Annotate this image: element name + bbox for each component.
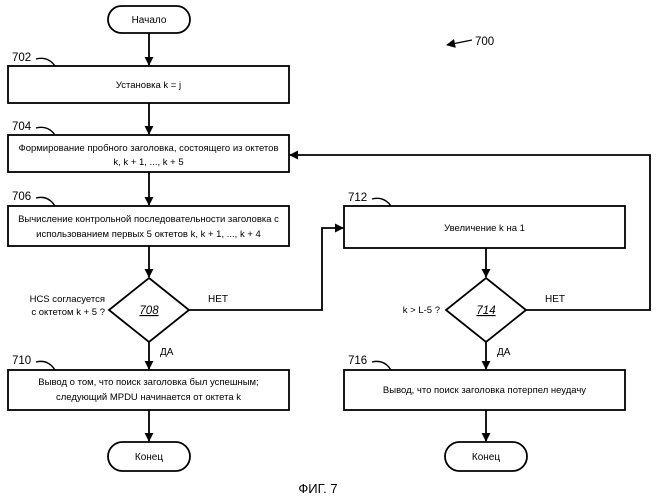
step-716-ref: 716 [348, 355, 367, 367]
figure-number: 700 [447, 36, 494, 48]
decision-708: 708 HCS согласуется с октетом k + 5 ? НЕ… [30, 278, 228, 358]
decision-708-ref: 708 [139, 305, 159, 317]
step-712-text: Увеличение k на 1 [444, 223, 525, 234]
end-left-label: Конец [135, 452, 163, 463]
step-716: 716 Вывод, что поиск заголовка потерпел … [344, 355, 625, 410]
decision-708-yes-label: ДА [160, 347, 174, 358]
step-706-text-line1: Вычисление контрольной последовательност… [18, 214, 279, 225]
decision-708-no-label: НЕТ [208, 294, 228, 305]
step-710-text-line1: Вывод о том, что поиск заголовка был усп… [38, 377, 258, 388]
end-terminal-right: Конец [445, 442, 527, 471]
decision-708-question-line2: с октетом k + 5 ? [31, 307, 105, 318]
start-label: Начало [132, 15, 167, 26]
end-terminal-left: Конец [108, 442, 190, 471]
step-706-ref: 706 [12, 191, 31, 203]
step-710-ref: 710 [12, 355, 31, 367]
step-704-text-line1: Формирование пробного заголовка, состоящ… [18, 143, 278, 154]
start-terminal: Начало [108, 6, 190, 33]
step-716-text: Вывод, что поиск заголовка потерпел неуд… [383, 385, 586, 396]
figure-number-label: 700 [475, 36, 494, 48]
decision-714-no-label: НЕТ [545, 294, 565, 305]
step-704-ref: 704 [12, 121, 32, 133]
step-706-text-line2: использованием первых 5 октетов k, k + 1… [36, 229, 261, 240]
decision-714-ref: 714 [476, 305, 495, 317]
step-712-ref: 712 [348, 192, 367, 204]
decision-714-yes-label: ДА [497, 347, 511, 358]
step-702-text: Установка k = j [116, 80, 181, 91]
step-702-ref: 702 [12, 52, 31, 64]
step-712: 712 Увеличение k на 1 [344, 192, 625, 248]
decision-708-question-line1: HCS согласуется [30, 294, 105, 305]
step-710-text-line2: следующий MPDU начинается от октета k [56, 392, 241, 403]
decision-714-question: k > L-5 ? [403, 305, 440, 316]
decision-714: 714 k > L-5 ? НЕТ ДА [403, 278, 565, 358]
end-right-label: Конец [472, 452, 500, 463]
step-704-text-line2: k, k + 1, ..., k + 5 [113, 157, 183, 168]
figure-caption: ФИГ. 7 [298, 481, 337, 496]
